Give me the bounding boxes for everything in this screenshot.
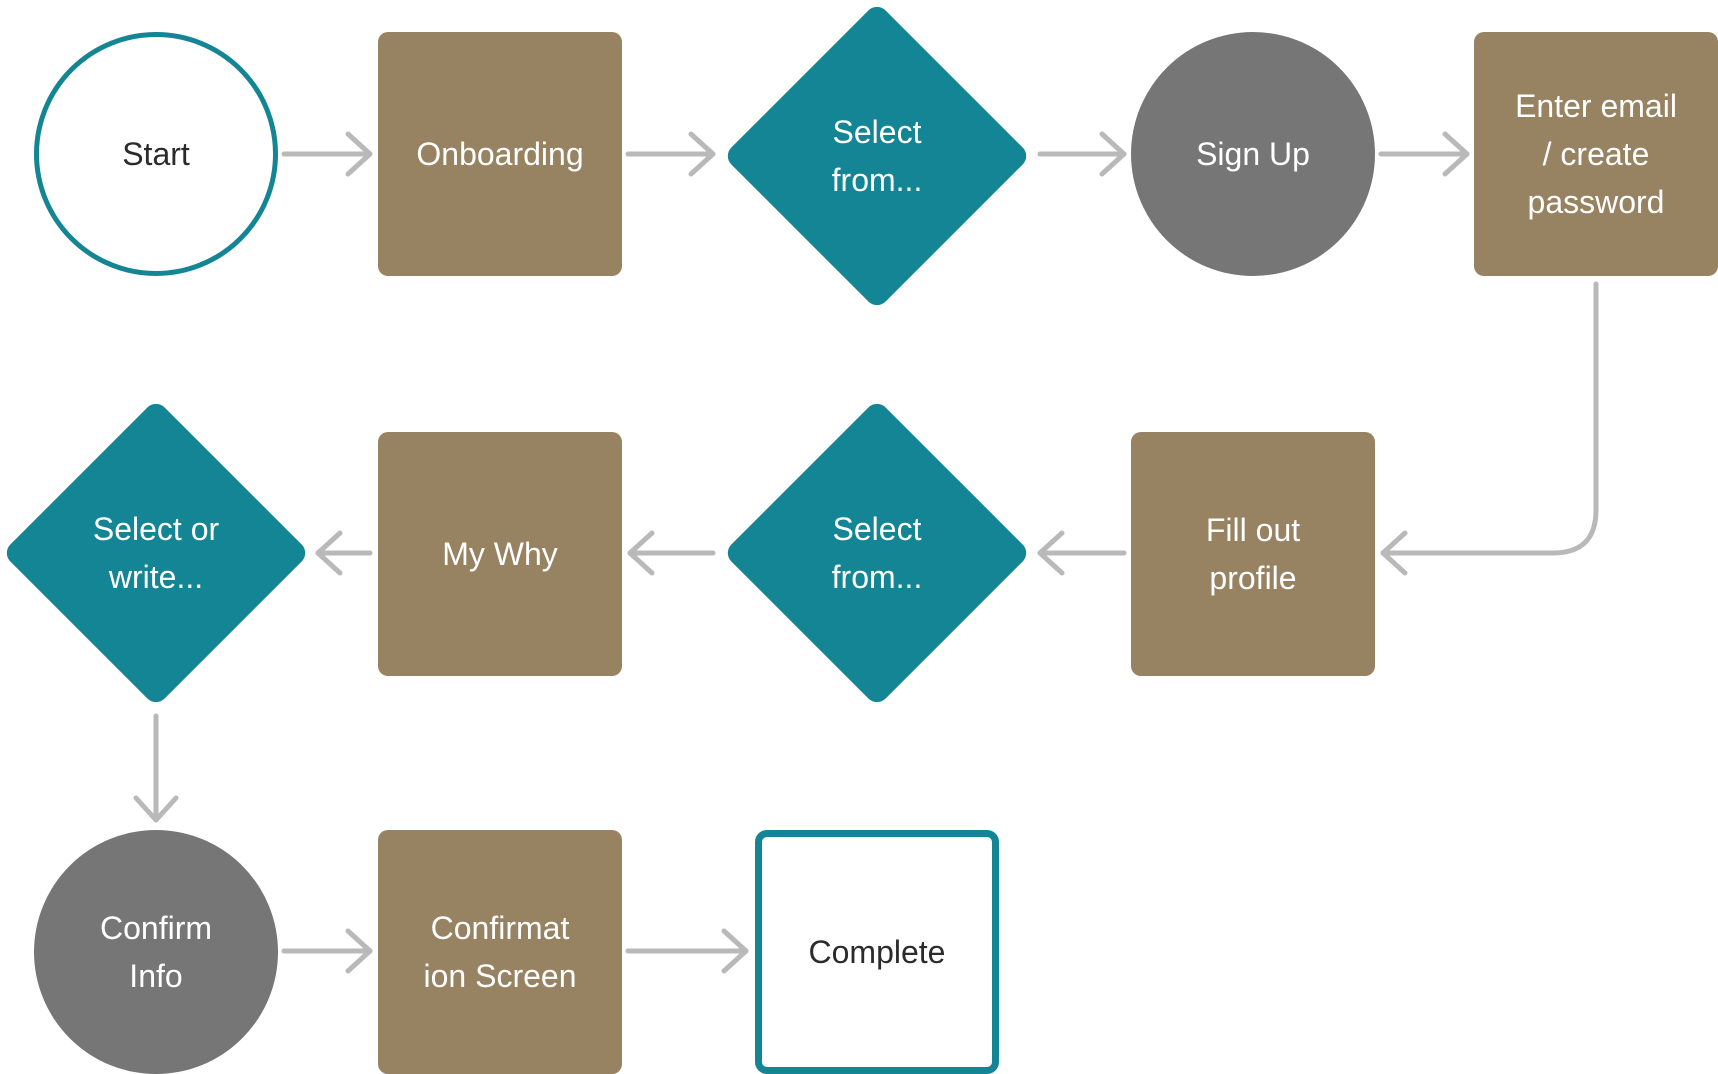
edge-select-from-2-my-why (627, 530, 716, 576)
edge-select-from-1-sign-up (1037, 131, 1127, 177)
node-onboarding[interactable]: Onboarding (378, 32, 622, 276)
node-select-from-2-label: Select from... (831, 511, 923, 595)
node-start[interactable]: Start (34, 32, 278, 276)
node-confirmation-screen[interactable]: Confirmat ion Screen (378, 830, 622, 1074)
edge-onboarding-select-from-1 (625, 131, 716, 177)
node-confirm-info[interactable]: Confirm Info (34, 830, 278, 1074)
edge-sign-up-enter-email (1378, 131, 1470, 177)
node-sign-up[interactable]: Sign Up (1131, 32, 1375, 276)
node-select-from-1[interactable]: Select from... (721, 0, 1033, 312)
edge-start-onboarding (281, 131, 373, 177)
node-fill-out-profile-label: Fill out profile (1205, 512, 1301, 596)
edge-select-or-write-confirm-info (133, 713, 179, 823)
node-confirmation-screen-label: Confirmat ion Screen (423, 910, 577, 994)
node-sign-up-label: Sign Up (1196, 136, 1310, 172)
node-fill-out-profile[interactable]: Fill out profile (1131, 432, 1375, 676)
edge-enter-email-fill-out-profile (1380, 281, 1599, 576)
edge-confirm-info-confirmation-screen (281, 928, 373, 974)
node-select-from-1-label: Select from... (831, 114, 923, 198)
edge-confirmation-screen-complete (625, 928, 749, 974)
edge-fill-out-profile-select-from-2 (1037, 530, 1127, 576)
node-enter-email[interactable]: Enter email / create password (1474, 32, 1718, 276)
node-select-or-write-label: Select or write... (92, 511, 220, 595)
node-complete-label: Complete (808, 934, 946, 970)
node-my-why-label: My Why (442, 536, 558, 572)
node-start-label: Start (122, 136, 190, 172)
node-complete[interactable]: Complete (755, 830, 999, 1074)
node-enter-email-label: Enter email / create password (1515, 88, 1677, 220)
node-select-or-write[interactable]: Select or write... (0, 397, 312, 709)
node-my-why[interactable]: My Why (378, 432, 622, 676)
edge-my-why-select-or-write (315, 530, 373, 576)
node-select-from-2[interactable]: Select from... (721, 397, 1033, 709)
node-onboarding-label: Onboarding (416, 136, 584, 172)
node-confirm-info-label: Confirm Info (99, 910, 212, 994)
